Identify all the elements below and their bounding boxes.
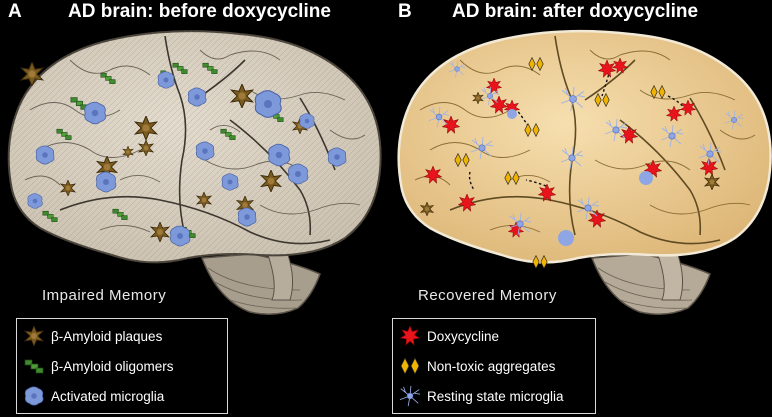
panel-a-title: AD brain: before doxycycline — [68, 1, 331, 22]
panel-b-memory-label: Recovered Memory — [418, 287, 557, 304]
doxycycline-icon — [393, 325, 427, 347]
legend-b-item-aggregates: Non-toxic aggregates — [393, 355, 555, 377]
brain-a — [7, 30, 382, 315]
amyloid-plaque-icon — [17, 325, 51, 347]
activated-microglia-icon — [17, 385, 51, 407]
panel-b-letter: B — [398, 1, 412, 22]
legend-label: Activated microglia — [51, 388, 165, 404]
legend-a-item-microglia: Activated microglia — [17, 385, 164, 407]
resting-microglia-blue — [507, 109, 653, 246]
legend-label: Non-toxic aggregates — [427, 358, 556, 374]
legend-a: β-Amyloid plaques β-Amyloid oligomers Ac… — [16, 318, 228, 414]
amyloid-oligomer-icon — [17, 355, 51, 377]
panel-a-memory-label: Impaired Memory — [42, 287, 167, 304]
panel-b-title: AD brain: after doxycycline — [452, 1, 699, 22]
legend-label: β-Amyloid oligomers — [51, 358, 174, 374]
legend-label: Doxycycline — [427, 328, 500, 344]
legend-a-item-oligomers: β-Amyloid oligomers — [17, 355, 174, 377]
legend-a-item-plaques: β-Amyloid plaques — [17, 325, 162, 347]
legend-b: Doxycycline Non-toxic aggregates Resting… — [392, 318, 596, 414]
legend-b-item-doxycycline: Doxycycline — [393, 325, 499, 347]
legend-label: β-Amyloid plaques — [51, 328, 163, 344]
panel-a-letter: A — [8, 1, 22, 22]
resting-microglia-icon — [393, 385, 427, 407]
brain-b — [397, 29, 772, 315]
non-toxic-aggregate-icon — [393, 355, 427, 377]
legend-b-item-resting-microglia: Resting state microglia — [393, 385, 564, 407]
legend-label: Resting state microglia — [427, 388, 564, 404]
